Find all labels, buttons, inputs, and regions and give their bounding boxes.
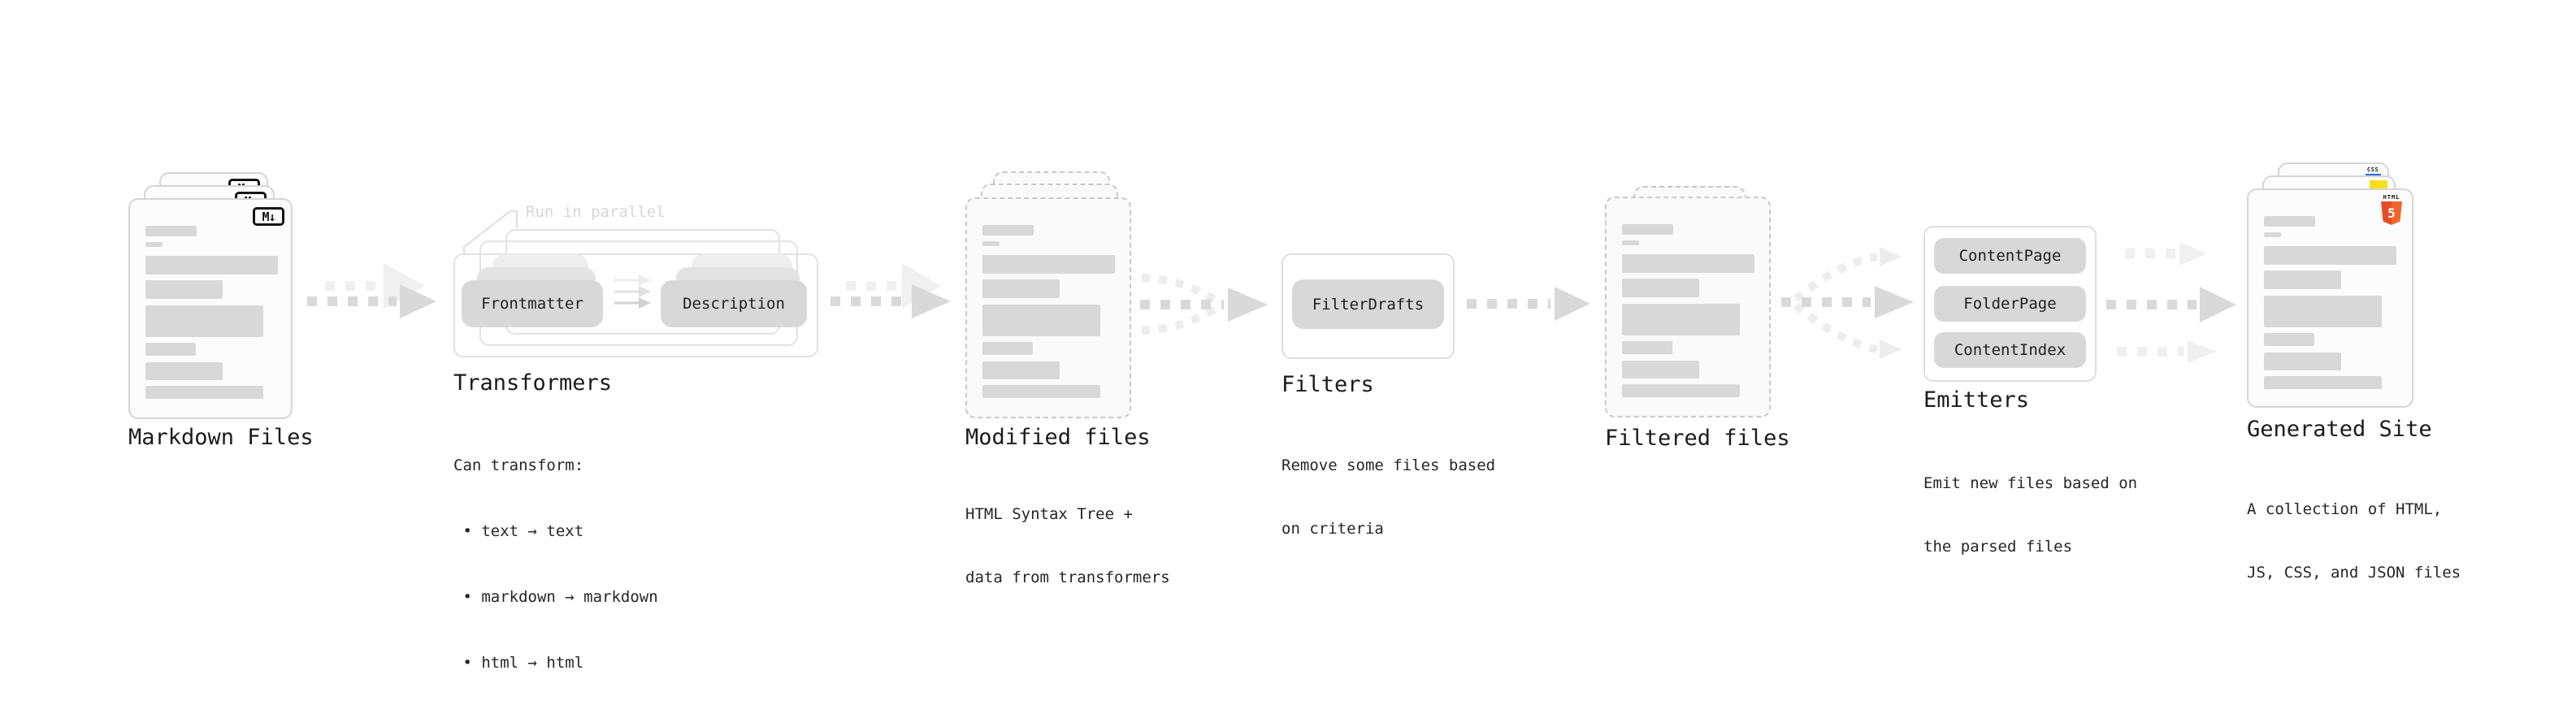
emitter-pill-content-index: ContentIndex xyxy=(1934,332,2086,368)
html5-badge-text: HTML xyxy=(2383,194,2400,201)
run-in-parallel-label: Run in parallel xyxy=(526,203,666,221)
placeholder-bar xyxy=(1622,279,1699,297)
placeholder-bar xyxy=(145,305,263,337)
arrow-modified-to-filters-merge xyxy=(1140,274,1268,335)
placeholder-bar xyxy=(145,280,223,299)
arrow-transformers-to-modified xyxy=(830,263,951,318)
markdown-icon: M↓ xyxy=(253,207,284,226)
description-line: the parsed files xyxy=(1923,538,2073,556)
html5-icon: HTML 5 xyxy=(2379,194,2404,225)
placeholder-bar xyxy=(1622,341,1672,354)
emitter-pill-content-page: ContentPage xyxy=(1934,238,2086,274)
description-pill: Description xyxy=(661,280,807,327)
placeholder-bar xyxy=(145,242,163,247)
placeholder-bar xyxy=(145,362,223,380)
file-card-front: M↓ xyxy=(128,198,293,419)
placeholder-bar xyxy=(1622,361,1699,378)
placeholder-bar xyxy=(2264,353,2341,370)
placeholder-bar xyxy=(982,361,1060,379)
placeholder-bar xyxy=(2264,270,2341,289)
filter-drafts-pill: FilterDrafts xyxy=(1292,279,1444,329)
file-card-front xyxy=(965,197,1131,418)
stage-title: Emitters xyxy=(1923,387,2030,413)
placeholder-bar xyxy=(2264,246,2396,265)
description-line: • html → html xyxy=(453,654,584,672)
arrow-filtered-to-emitters-fanout xyxy=(1781,247,1914,359)
placeholder-bar xyxy=(2264,216,2315,227)
description-line: HTML Syntax Tree + xyxy=(965,505,1133,523)
placeholder-bar xyxy=(982,279,1060,298)
connector-arrows-layer xyxy=(307,210,2236,363)
description-line: Can transform: xyxy=(453,456,584,474)
placeholder-bar xyxy=(145,256,278,275)
arrow-frontmatter-to-description xyxy=(614,275,651,309)
placeholder-bar xyxy=(982,342,1033,355)
description-line: • markdown → markdown xyxy=(453,588,658,606)
description-line: A collection of HTML, xyxy=(2247,500,2443,518)
placeholder-bar xyxy=(1622,224,1673,235)
placeholder-bar xyxy=(2264,296,2382,327)
description-line: • text → text xyxy=(453,522,584,540)
html5-shield: 5 xyxy=(2381,201,2402,225)
stage-description: A collection of HTML, JS, CSS, and JSON … xyxy=(2247,456,2461,625)
stage-description: Can transform: • text → text • markdown … xyxy=(453,411,658,718)
arrow-emitters-to-generated xyxy=(2106,242,2236,363)
frontmatter-pill: Frontmatter xyxy=(462,280,603,327)
stage-description: Emit new files based on the parsed files xyxy=(1923,430,2137,599)
css-badge-text: CSS xyxy=(2366,167,2379,173)
placeholder-bar xyxy=(145,343,196,356)
file-card-front: HTML 5 xyxy=(2247,188,2413,408)
placeholder-bar xyxy=(1622,384,1740,397)
placeholder-bar xyxy=(2264,333,2314,346)
placeholder-bar xyxy=(2264,232,2281,237)
emitter-pill-folder-page: FolderPage xyxy=(1934,286,2086,322)
run-in-parallel-bracket xyxy=(463,210,518,254)
stage-title: Markdown Files xyxy=(128,425,314,450)
arrow-markdown-to-transformers xyxy=(307,263,436,318)
description-line: on criteria xyxy=(1281,520,1384,538)
description-line: JS, CSS, and JSON files xyxy=(2247,564,2461,582)
placeholder-bar xyxy=(1622,304,1740,335)
transformer-group-box-front xyxy=(453,253,818,357)
stage-title: Filtered files xyxy=(1605,426,1790,451)
description-line: Emit new files based on xyxy=(1923,474,2138,492)
placeholder-bar xyxy=(982,241,1000,246)
placeholder-bar xyxy=(982,255,1115,274)
stage-title: Modified files xyxy=(965,425,1151,450)
description-line: data from transformers xyxy=(965,569,1170,586)
stage-description: HTML Syntax Tree + data from transformer… xyxy=(965,461,1170,630)
placeholder-bar xyxy=(982,305,1100,336)
arrow-filters-to-filtered xyxy=(1467,287,1590,321)
file-card-front xyxy=(1605,197,1771,417)
placeholder-bar xyxy=(2264,376,2382,389)
placeholder-bar xyxy=(145,386,263,399)
description-line: Remove some files based xyxy=(1281,456,1496,474)
placeholder-bar xyxy=(1622,254,1754,273)
stage-title: Generated Site xyxy=(2247,417,2432,442)
placeholder-bar xyxy=(145,226,197,236)
stage-title: Filters xyxy=(1281,372,1374,397)
stage-title: Transformers xyxy=(453,370,613,396)
placeholder-bar xyxy=(982,225,1034,236)
static-site-pipeline-diagram: M↓ M↓ M↓ Markdown Files Run in parallel … xyxy=(128,162,2461,672)
stage-description: Remove some files based on criteria xyxy=(1281,413,1495,582)
placeholder-bar xyxy=(1622,240,1639,245)
placeholder-bar xyxy=(982,385,1100,398)
